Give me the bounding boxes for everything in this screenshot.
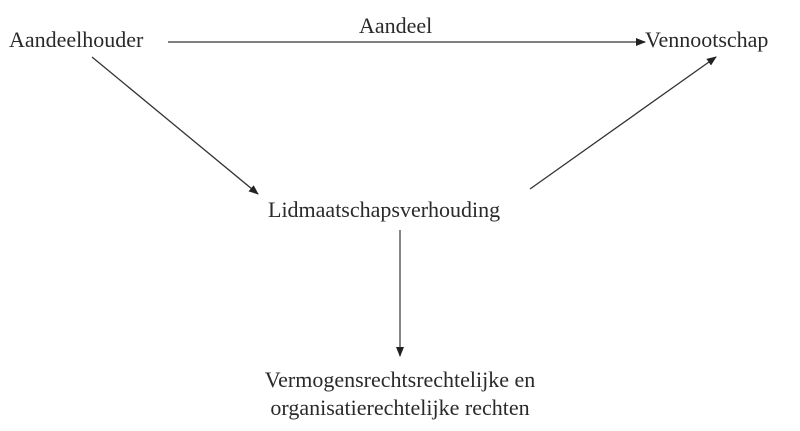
- node-rights: Vermogensrechtsrechtelijke en organisati…: [240, 366, 560, 422]
- edge-label-share: Aandeel: [359, 13, 433, 38]
- node-rights-line2: organisatierechtelijke rechten: [270, 395, 530, 420]
- node-rights-line1: Vermogensrechtsrechtelijke en: [264, 367, 536, 392]
- arrow-shareholder-to-membership: [91, 56, 259, 195]
- node-company: Vennootschap: [645, 27, 769, 52]
- arrow-membership-to-company: [529, 56, 717, 190]
- node-shareholder: Aandeelhouder: [9, 27, 144, 52]
- node-membership: Lidmaatschapsverhouding: [268, 197, 501, 222]
